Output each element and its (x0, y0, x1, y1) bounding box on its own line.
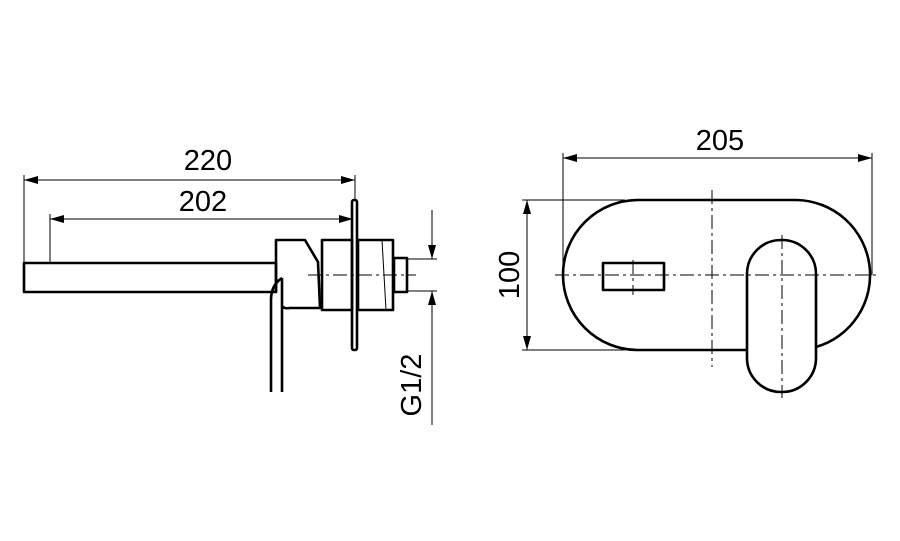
cover-plate (561, 198, 872, 352)
front-view: 205 100 (494, 125, 880, 398)
dim-label-202: 202 (179, 186, 227, 218)
spout (22, 261, 278, 294)
dim-label-220: 220 (184, 145, 232, 177)
dim-label-100: 100 (494, 251, 526, 299)
dim-label-thread: G1/2 (396, 354, 428, 417)
side-view: 220 202 G1/2 (22, 145, 437, 425)
lever-handle (269, 276, 283, 392)
dim-label-205: 205 (696, 125, 744, 157)
